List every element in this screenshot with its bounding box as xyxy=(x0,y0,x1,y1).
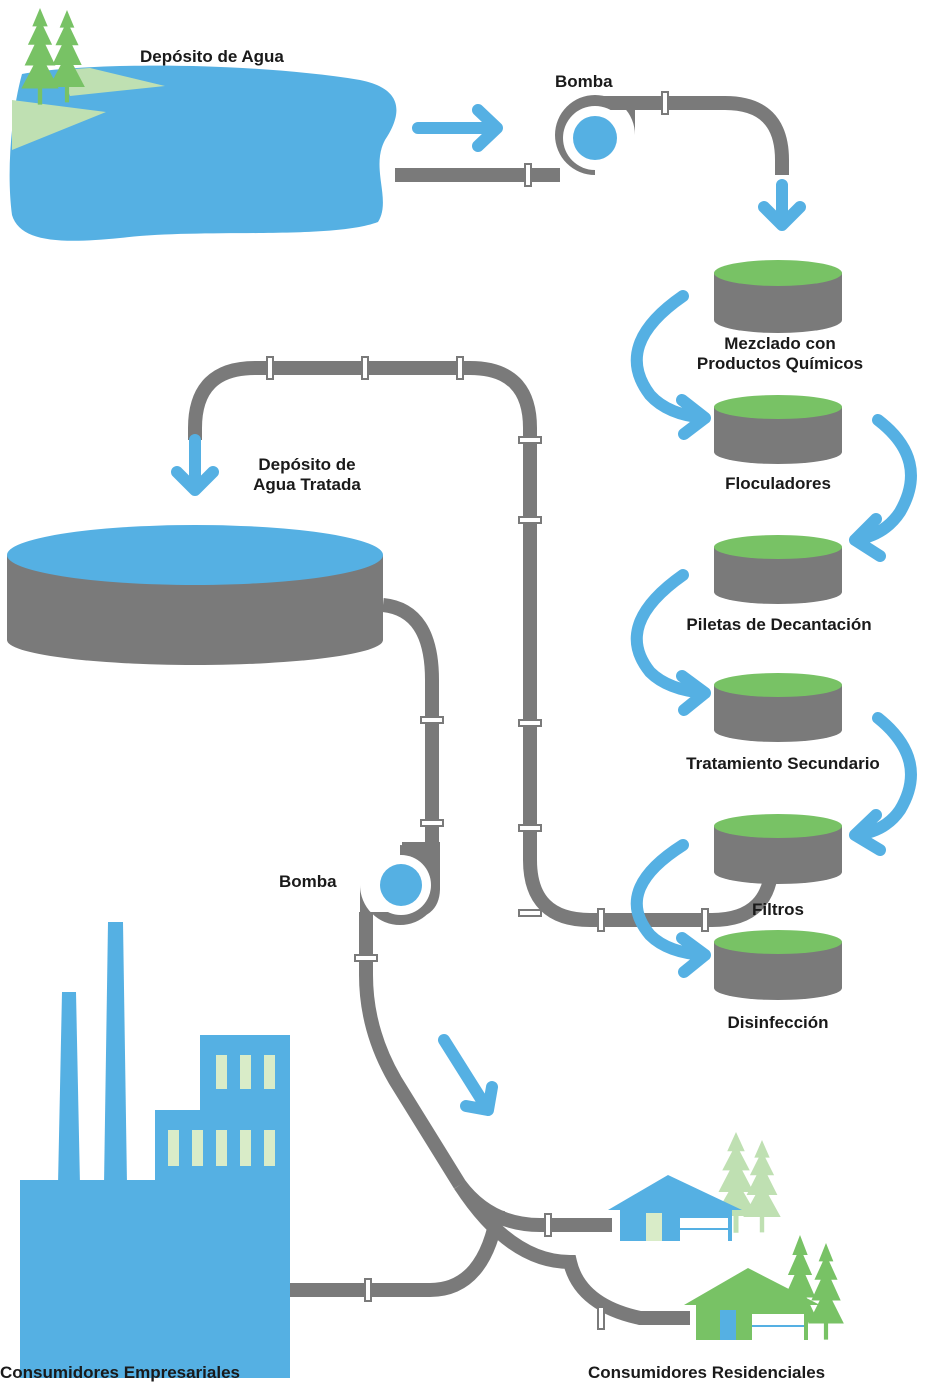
label-mixing-line2: Productos Químicos xyxy=(696,354,864,373)
flow-arrow-icon xyxy=(171,434,219,496)
label-flocculators: Floculadores xyxy=(725,474,831,493)
pipe xyxy=(595,96,789,175)
pipe-network xyxy=(188,96,789,1325)
label-treated-line2: Agua Tratada xyxy=(253,475,361,494)
label-mixing-line1: Mezclado con xyxy=(724,334,836,353)
label-pump-bottom: Bomba xyxy=(279,872,337,891)
label-treated-line1: Depósito de xyxy=(258,455,356,474)
flow-arrow-icon xyxy=(849,712,917,856)
label-settling: Piletas de Decantación xyxy=(686,615,872,634)
label-pump-top: Bomba xyxy=(555,72,613,91)
pump-icon xyxy=(555,95,635,175)
tank-icon xyxy=(714,673,842,742)
pipe-joints xyxy=(266,91,709,1330)
shore-grass xyxy=(12,100,106,150)
flow-arrow-icon xyxy=(630,839,711,978)
label-treated-reservoir: Depósito de Agua Tratada xyxy=(222,455,392,495)
tank-icon xyxy=(714,395,842,464)
shore-grass xyxy=(60,68,165,96)
tank-icon xyxy=(714,814,842,884)
factory-windows xyxy=(168,1055,275,1166)
label-mixing: Mezclado con Productos Químicos xyxy=(690,334,870,374)
label-business-consumers: Consumidores Empresariales xyxy=(0,1363,240,1382)
label-residential-consumers: Consumidores Residenciales xyxy=(588,1363,826,1382)
pipe xyxy=(381,598,439,860)
treated-water-reservoir xyxy=(7,525,383,665)
tank-icon xyxy=(714,535,842,604)
label-disinfection: Disinfección xyxy=(727,1013,829,1032)
pipe xyxy=(285,1208,505,1297)
flow-arrow-icon xyxy=(630,569,711,716)
flow-arrow-icon xyxy=(849,414,917,562)
flow-arrows xyxy=(171,104,917,1116)
label-filters: Filtros xyxy=(752,900,804,919)
label-source-reservoir: Depósito de Agua xyxy=(140,47,284,66)
pipe xyxy=(188,361,779,927)
flow-arrow-icon xyxy=(630,290,711,440)
tank-icon xyxy=(714,930,842,1000)
house-icon xyxy=(608,1132,781,1241)
flow-arrow-icon xyxy=(412,104,503,152)
house-icon xyxy=(684,1235,844,1340)
pipe xyxy=(359,912,466,1189)
source-reservoir xyxy=(9,8,397,241)
factory-icon xyxy=(20,922,290,1378)
pump-icon xyxy=(360,842,440,925)
label-secondary-treatment: Tratamiento Secundario xyxy=(686,754,880,773)
lake-water xyxy=(9,65,397,241)
flow-arrow-icon xyxy=(758,179,806,231)
tank-icon xyxy=(714,260,842,333)
flow-arrow-icon xyxy=(438,1034,498,1116)
